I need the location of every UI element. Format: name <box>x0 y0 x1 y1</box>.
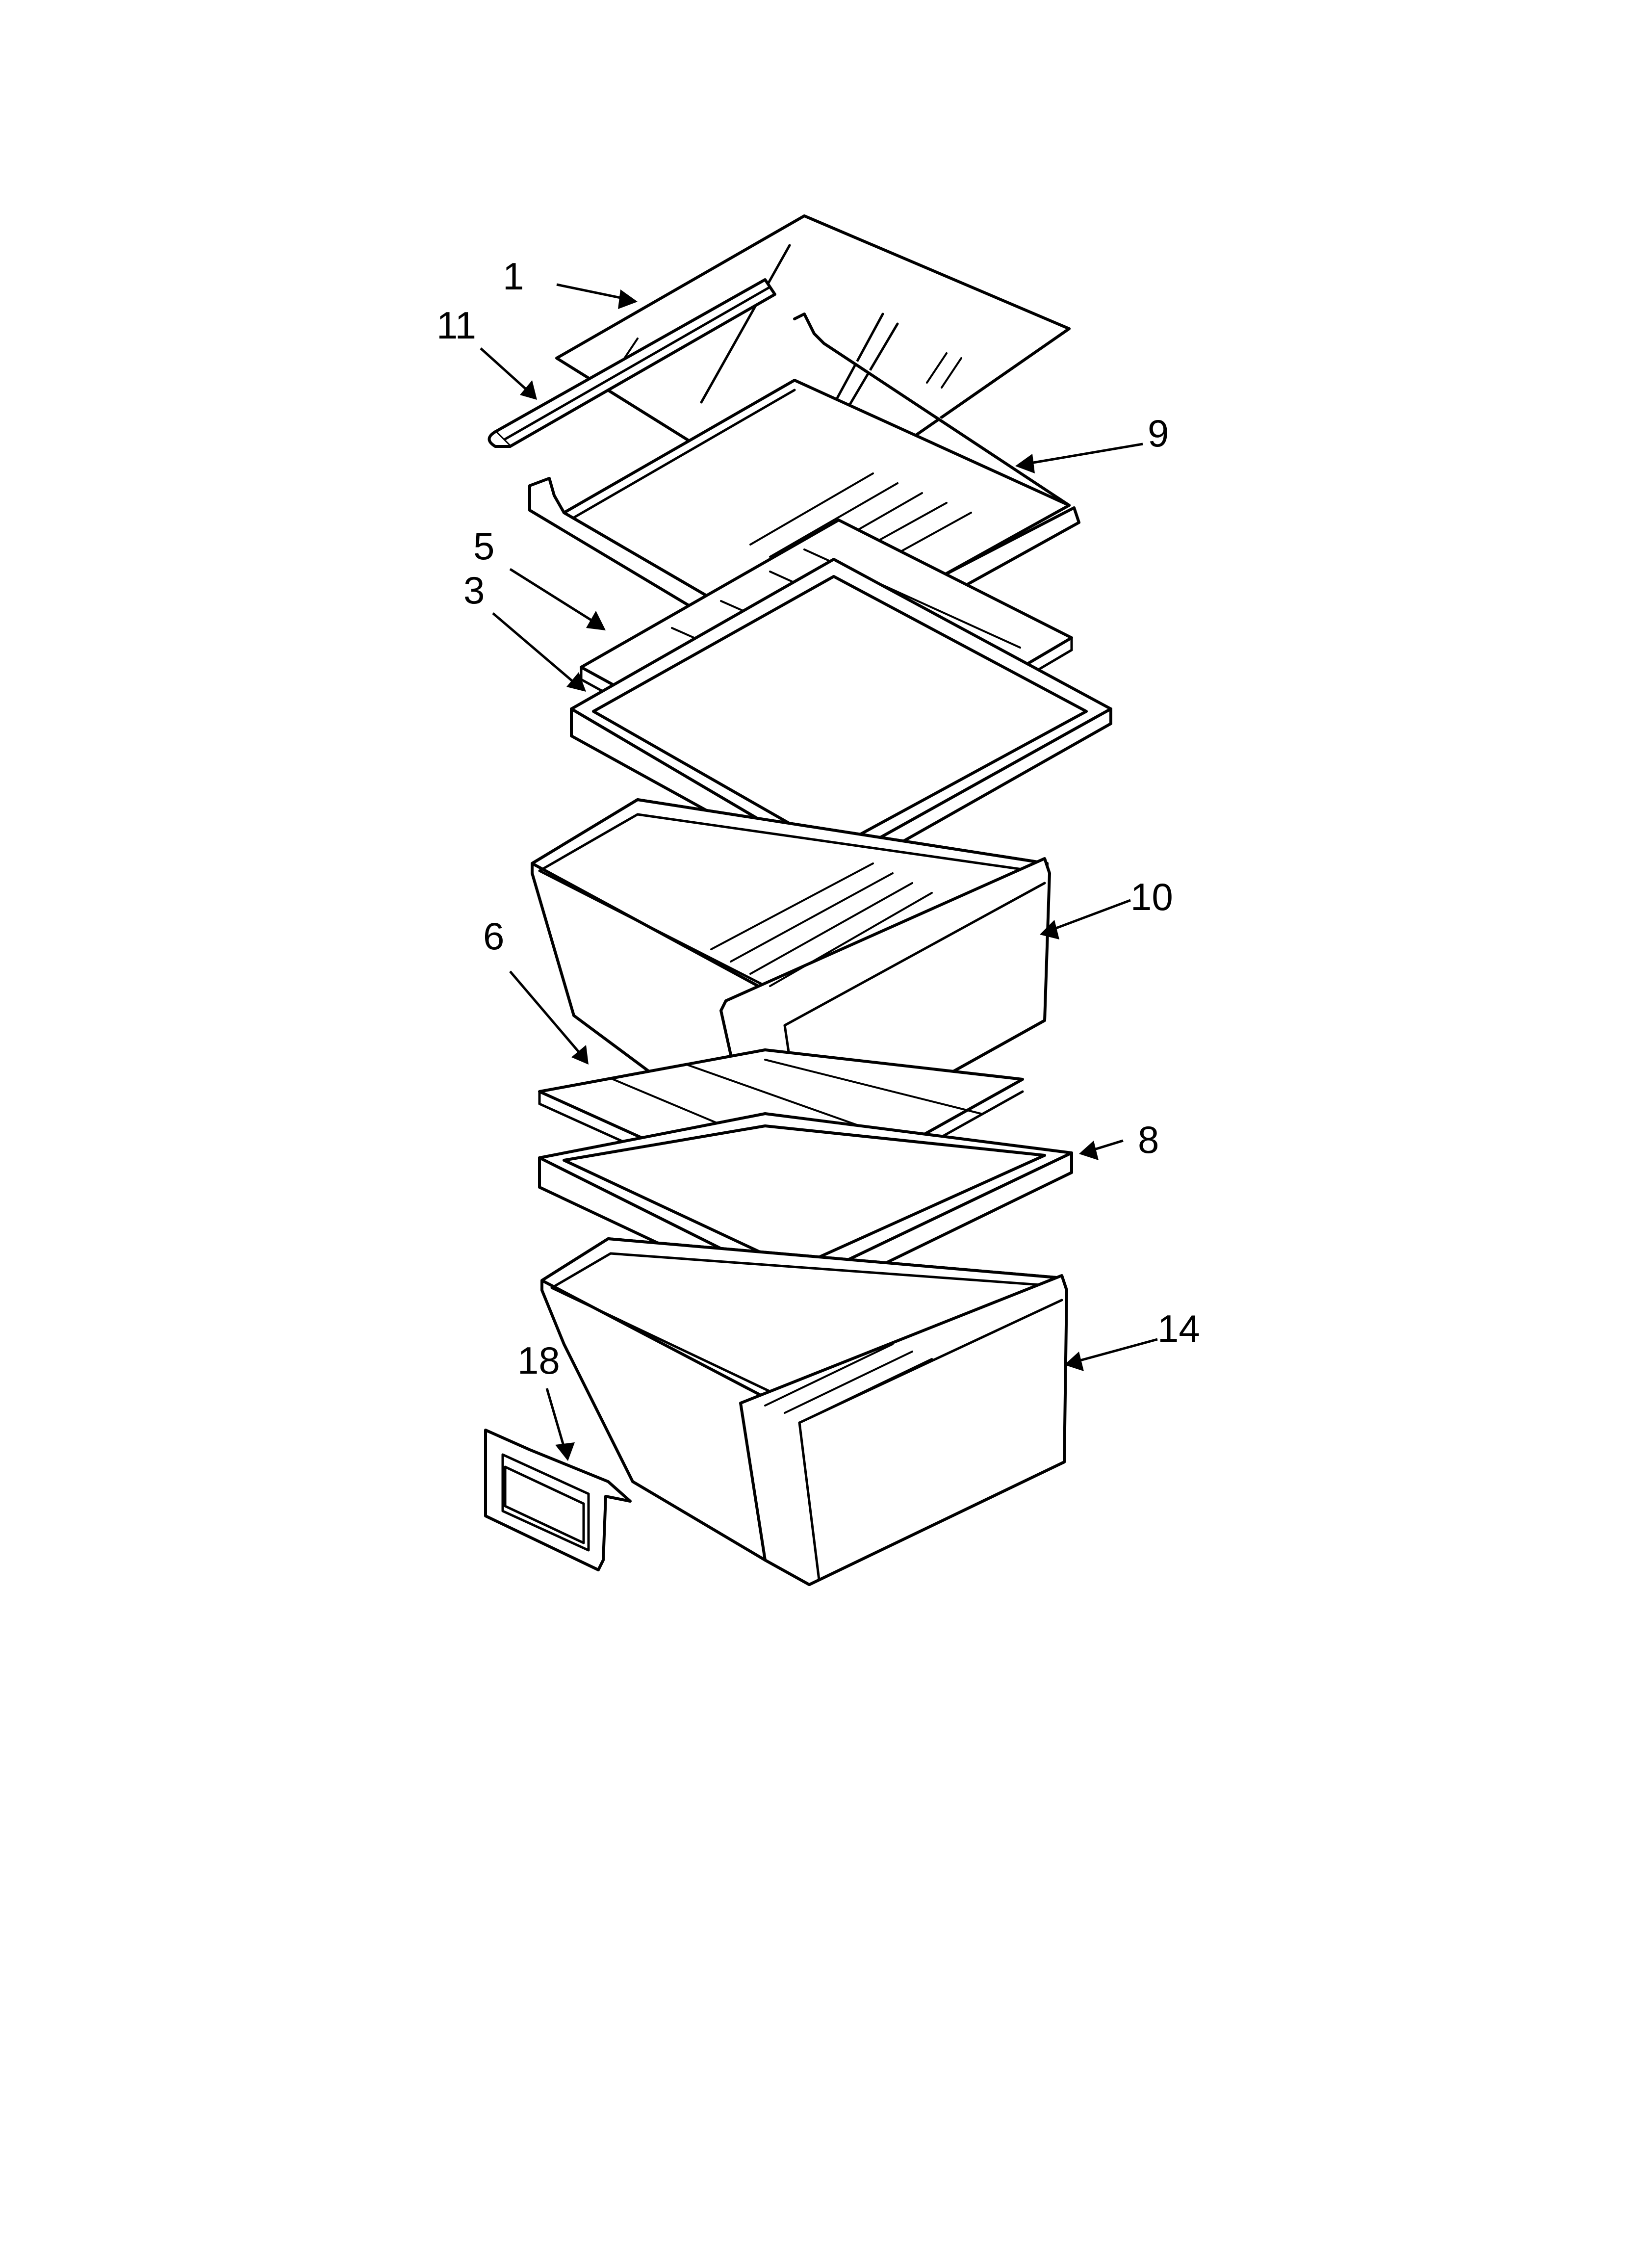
lower-cover-frame-part <box>538 1112 1073 1309</box>
callout-5: 5 <box>473 524 494 568</box>
leader-lines <box>480 283 1158 1461</box>
callout-1: 1 <box>503 255 524 298</box>
callout-11: 11 <box>436 304 476 347</box>
callout-10: 10 <box>1130 875 1173 918</box>
callout-labels: 1 11 9 5 3 10 6 8 14 18 <box>436 255 1200 1382</box>
callout-18: 18 <box>517 1339 560 1382</box>
callout-6: 6 <box>483 914 504 958</box>
lower-crisper-drawer-part <box>540 1237 1068 1586</box>
cover-frame-part <box>570 558 1112 882</box>
shelf-trim-part <box>487 278 776 448</box>
callout-14: 14 <box>1157 1307 1200 1350</box>
callout-8: 8 <box>1138 1118 1159 1161</box>
label-card-part <box>484 1429 632 1571</box>
callout-3: 3 <box>463 569 485 612</box>
callout-9: 9 <box>1148 412 1169 455</box>
